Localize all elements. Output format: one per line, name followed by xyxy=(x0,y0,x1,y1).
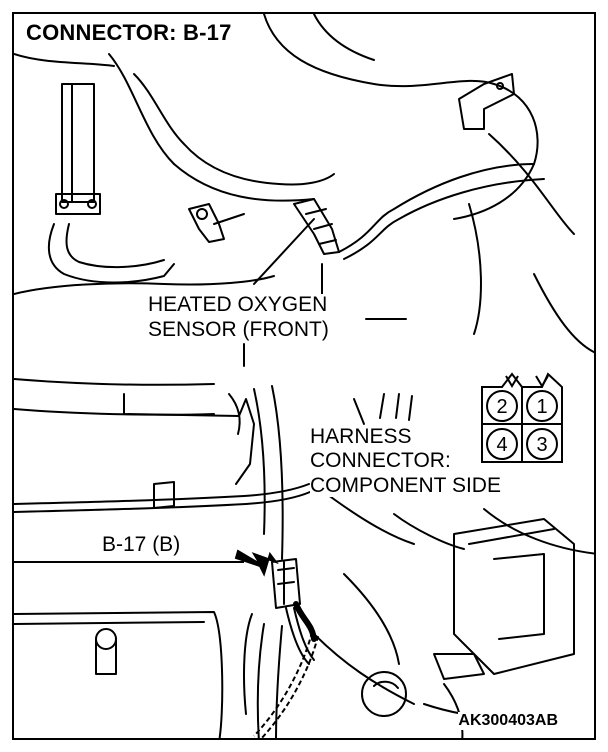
harness-label-line2: CONNECTOR: xyxy=(310,449,451,472)
harness-label-line3: COMPONENT SIDE xyxy=(310,474,501,497)
oxygen-sensor xyxy=(293,198,340,255)
page-title: CONNECTOR: B-17 xyxy=(22,20,236,46)
harness-label-line1: HARNESS xyxy=(310,425,412,448)
clip xyxy=(153,481,175,509)
b17-connector xyxy=(271,558,301,609)
bracket xyxy=(458,73,515,130)
mounting-bolt xyxy=(188,203,225,243)
left-pipe xyxy=(61,83,95,203)
right-housing xyxy=(453,518,575,675)
diagram-frame: CONNECTOR: B-17 HEATED OXYGEN SENSOR (FR… xyxy=(12,12,596,740)
exhaust-manifold-outline xyxy=(263,14,539,220)
harness-wire xyxy=(253,631,313,737)
connector-ref-label: B-17 (B) xyxy=(102,533,181,556)
sensor-label-line2: SENSOR (FRONT) xyxy=(148,318,329,341)
body-panel xyxy=(123,393,255,485)
sensor-label-line1: HEATED OXYGEN xyxy=(148,293,328,316)
figure-code: AK300403AB xyxy=(458,712,558,730)
b17-arrow xyxy=(234,549,279,577)
engine-illustration xyxy=(14,14,594,738)
